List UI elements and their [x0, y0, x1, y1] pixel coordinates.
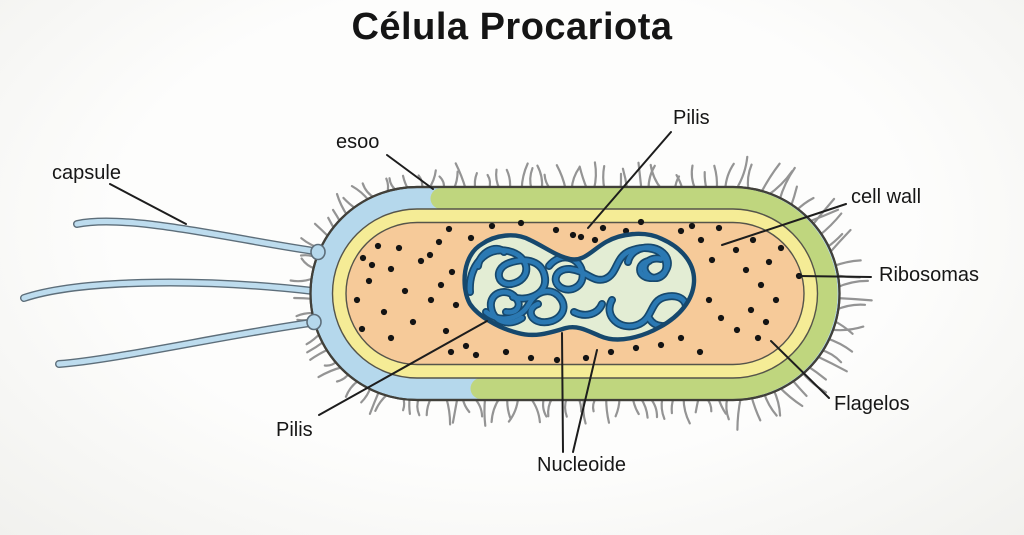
label-pilis-top: Pilis [673, 107, 710, 129]
flagella-tails [20, 217, 325, 368]
leader-line-esoo [386, 154, 434, 190]
leader-line-nucleoide-right [572, 349, 598, 453]
nucleoid [462, 231, 697, 342]
flagellum-base-knob [310, 243, 326, 261]
leader-line-pilis-top [587, 131, 672, 229]
leader-line-nucleoide-left [561, 332, 564, 453]
label-capsule: capsule [52, 162, 121, 184]
cell-wall-layer [430, 188, 838, 399]
label-cell-wall: cell wall [851, 186, 922, 208]
leader-line-cell-wall [721, 203, 847, 246]
label-ribosomas: Ribosomas [879, 264, 980, 286]
diagram-title: Célula Procariota [351, 6, 673, 48]
leader-line-pilis-bottom [318, 320, 488, 416]
leader-line-ribosomas [798, 275, 872, 278]
leader-line-flagelos [770, 340, 830, 399]
nucleoid-outline [462, 231, 697, 342]
leader-line-capsule [109, 183, 187, 225]
label-nucleoide: Nucleoide [537, 454, 626, 476]
label-esoo: esoo [336, 131, 380, 153]
leader-lines [109, 131, 872, 453]
label-pilis-bottom: Pilis [276, 419, 313, 441]
label-flagelos: Flagelos [834, 393, 910, 415]
dna-strands [465, 243, 690, 331]
flagellum-base-knob [306, 313, 322, 331]
capsule-outline [309, 185, 841, 402]
